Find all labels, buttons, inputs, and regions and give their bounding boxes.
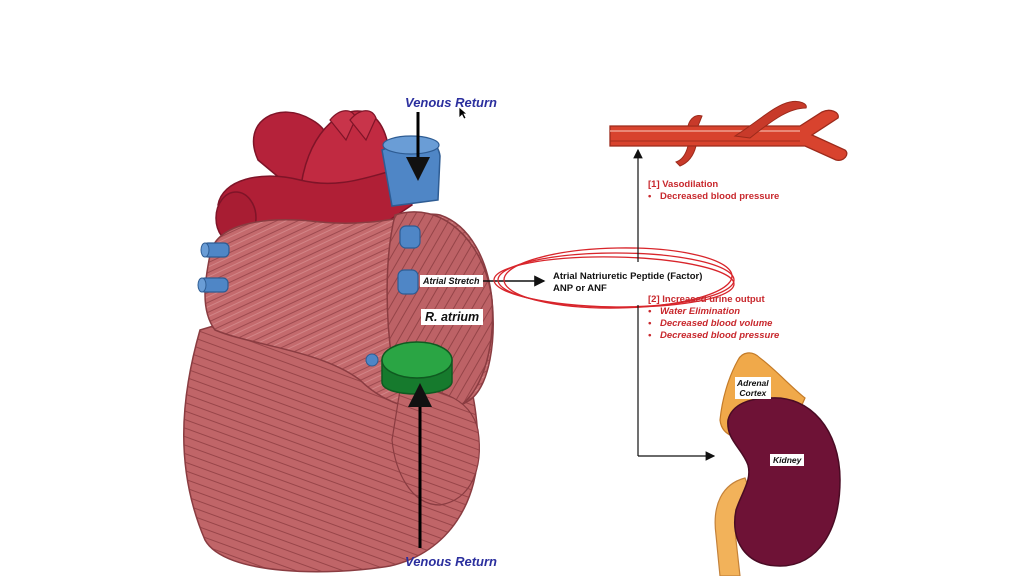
heart-illustration	[183, 110, 494, 573]
kidney-label: Kidney	[770, 454, 805, 466]
urine-bullet-volume: •Decreased blood volume	[648, 318, 773, 329]
adrenal-cortex-label: Adrenal Cortex	[735, 377, 771, 399]
vasodilation-effect: [1] Vasodilation •Decreased blood pressu…	[648, 179, 779, 203]
venous-return-top-label: Venous Return	[405, 95, 497, 110]
urine-bullet-water: •Water Elimination	[648, 306, 741, 317]
mouse-cursor-icon	[458, 106, 468, 120]
vasodilation-bullet: •Decreased blood pressure	[648, 191, 780, 202]
superior-vena-cava	[381, 135, 441, 207]
venous-return-bottom-label: Venous Return	[405, 554, 497, 569]
anp-label: Atrial Natriuretic Peptide (Factor) ANP …	[553, 271, 702, 295]
anp-highlight-ellipse	[493, 247, 735, 309]
urine-output-effect: [2] Increased urine output •Water Elimin…	[648, 294, 779, 342]
anp-name: Atrial Natriuretic Peptide (Factor)	[553, 271, 703, 282]
inferior-vena-cava	[381, 341, 453, 395]
vasodilation-title: [1] Vasodilation	[648, 179, 719, 190]
artery-illustration	[609, 101, 848, 167]
anp-abbrev: ANP or ANF	[553, 283, 607, 294]
atrial-stretch-label: Atrial Stretch	[420, 275, 483, 287]
urine-output-title: [2] Increased urine output	[648, 294, 765, 305]
urine-bullet-pressure: •Decreased blood pressure	[648, 330, 780, 341]
kidney-shape	[727, 397, 841, 567]
effect-connectors	[633, 148, 716, 461]
pulmonary-veins	[197, 225, 421, 367]
r-atrium-label: R. atrium	[421, 309, 484, 325]
